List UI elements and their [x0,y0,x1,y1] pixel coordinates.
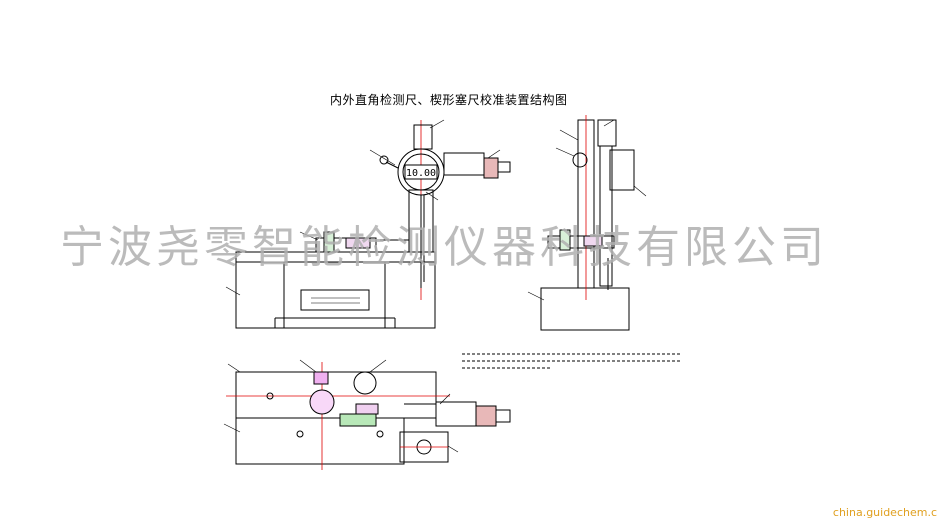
drawing-title: 内外直角检测尺、楔形塞尺校准装置结构图 [330,93,568,107]
side-view [527,115,647,331]
top-view-micrometer-sleeve [435,401,477,427]
dial-display [404,164,438,180]
side-dial [609,149,635,191]
front-micrometer-thimble [483,157,499,179]
top-view-wedge [339,413,377,427]
top-view-marker-magenta [313,371,329,385]
dial-top-stem [413,124,433,150]
front-view: 10.00 [225,119,511,329]
top-view-disc [309,389,335,415]
dial-reading: 10.00 [406,168,436,179]
front-nameplate [300,289,370,311]
front-micrometer-sleeve [443,152,485,176]
source-footer: china.guidechem.c [832,506,937,519]
side-base [540,287,630,331]
top-view-block-lower [235,417,405,465]
side-clamp [547,235,615,249]
top-view-block-upper [235,371,437,419]
side-knob [572,152,588,168]
parts-list [462,353,680,369]
top-view [223,359,511,470]
watermark-text: 宁波尧零智能检测仪器科技有限公司 [60,222,828,273]
